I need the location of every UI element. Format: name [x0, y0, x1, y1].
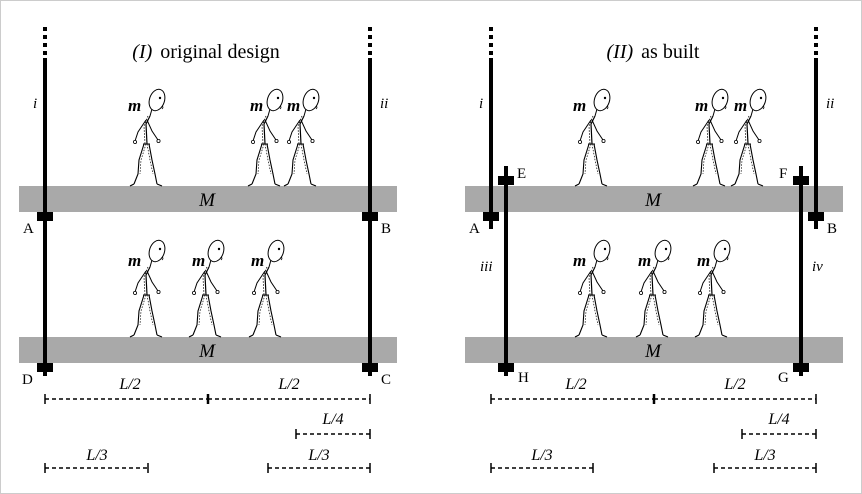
- nut-h: [498, 363, 514, 372]
- person-mass-label: m: [695, 96, 708, 115]
- panel-title: (I)original design: [132, 41, 279, 63]
- beam-mass-label: M: [198, 190, 216, 211]
- hanger-label-g: G: [778, 370, 789, 386]
- nut-b: [808, 212, 824, 221]
- svg-text:L/4: L/4: [321, 411, 343, 428]
- dimension-third-span-right: L/3: [267, 447, 371, 473]
- dimension-half-span-right: L/2: [208, 376, 371, 404]
- corner-label-a: A: [469, 221, 480, 237]
- dimension-quarter-span: L/4: [295, 411, 371, 439]
- person-mass-label: m: [734, 96, 747, 115]
- nut-e: [498, 176, 514, 185]
- dimension-third-span-right: L/3: [713, 447, 817, 473]
- panel-original-design: (I)original design i ii M M A B D C m m …: [19, 27, 397, 473]
- dimension-quarter-span: L/4: [741, 411, 817, 439]
- person-mass-label: m: [251, 251, 264, 270]
- dimension-half-span-right: L/2: [654, 376, 817, 404]
- lower-walkway-beam: [19, 337, 397, 363]
- nut-g: [793, 363, 809, 372]
- person-mass-label: m: [573, 251, 586, 270]
- beam-mass-label: M: [198, 341, 216, 362]
- rod-label-lower-right: iv: [812, 259, 823, 275]
- upper-walkway-beam: [465, 186, 843, 212]
- dimension-third-span-left: L/3: [44, 447, 149, 473]
- svg-text:L/4: L/4: [767, 411, 789, 428]
- nut-f: [793, 176, 809, 185]
- svg-text:L/3: L/3: [530, 447, 552, 464]
- svg-text:L/3: L/3: [307, 447, 329, 464]
- dimension-third-span-left: L/3: [490, 447, 594, 473]
- person-mass-label: m: [573, 96, 586, 115]
- svg-text:L/3: L/3: [85, 447, 107, 464]
- panel-as-built: (II)as built i ii iii iv M M A B E: [465, 27, 843, 473]
- hanger-label-e: E: [517, 166, 526, 182]
- hanger-label-h: H: [518, 370, 529, 386]
- svg-text:L/2: L/2: [118, 376, 140, 393]
- person-mass-label: m: [287, 96, 300, 115]
- rod-label-left: i: [479, 96, 483, 112]
- person-mass-label: m: [192, 251, 205, 270]
- nut-a: [37, 212, 53, 221]
- nut-a: [483, 212, 499, 221]
- nut-b: [362, 212, 378, 221]
- nut-d: [37, 363, 53, 372]
- rod-label-right: ii: [380, 96, 388, 112]
- person-mass-label: m: [638, 251, 651, 270]
- person-mass-label: m: [697, 251, 710, 270]
- hanger-label-f: F: [779, 166, 787, 182]
- corner-label-d: D: [22, 372, 33, 388]
- person-mass-label: m: [128, 96, 141, 115]
- svg-text:L/2: L/2: [564, 376, 586, 393]
- beam-mass-label: M: [644, 341, 662, 362]
- rod-label-lower-left: iii: [480, 259, 493, 275]
- corner-label-b: B: [827, 221, 837, 237]
- person-mass-label: m: [128, 251, 141, 270]
- svg-text:L/3: L/3: [753, 447, 775, 464]
- person-mass-label: m: [250, 96, 263, 115]
- corner-label-c: C: [381, 372, 391, 388]
- dimension-half-span-left: L/2: [44, 376, 210, 404]
- upper-walkway-beam: [19, 186, 397, 212]
- rod-label-right: ii: [826, 96, 834, 112]
- corner-label-a: A: [23, 221, 34, 237]
- corner-label-b: B: [381, 221, 391, 237]
- nut-c: [362, 363, 378, 372]
- panel-title: (II)as built: [606, 41, 699, 63]
- svg-text:L/2: L/2: [277, 376, 299, 393]
- rod-label-left: i: [33, 96, 37, 112]
- dimension-half-span-left: L/2: [490, 376, 656, 404]
- lower-walkway-beam: [465, 337, 843, 363]
- beam-mass-label: M: [644, 190, 662, 211]
- svg-text:L/2: L/2: [723, 376, 745, 393]
